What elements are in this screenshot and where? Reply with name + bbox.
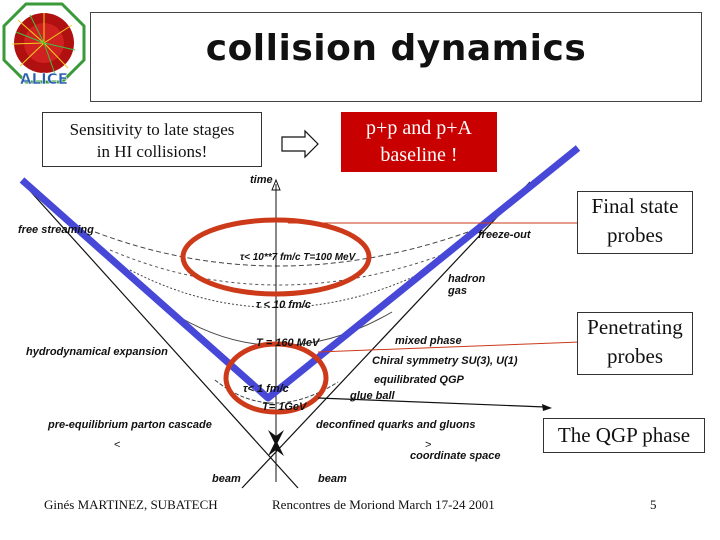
t1gev-label: T= 1GeV (262, 401, 308, 413)
beam-label-left: beam (212, 473, 241, 485)
freeze-out-label: freeze-out (478, 229, 532, 241)
hydro-label: hydrodynamical expansion (26, 346, 168, 358)
sensitivity-box: Sensitivity to late stages in HI collisi… (42, 112, 262, 167)
footer-page-number: 5 (650, 497, 657, 513)
tau-1-label: τ< 1 fm/c (243, 383, 289, 395)
hollow-arrow-icon (282, 131, 318, 157)
penetrating-probes-box: Penetrating probes (577, 312, 693, 375)
final-state-line2: probes (578, 221, 692, 250)
tau-10-label: τ < 10 fm/c (256, 299, 311, 311)
hadron-gas-label-1: hadron (448, 273, 486, 285)
free-streaming-label: free streaming (18, 224, 94, 236)
t160-label: T = 160 MeV (256, 337, 321, 349)
sensitivity-line1: Sensitivity to late stages (43, 119, 261, 141)
glue-ball-label: glue ball (349, 390, 396, 402)
time-axis-label: time (250, 174, 273, 186)
baseline-line1: p+p and p+A (341, 115, 497, 142)
equilibrated-label: equilibrated QGP (374, 374, 465, 386)
coordinate-space-label: coordinate space (410, 450, 500, 462)
mixed-phase-label: mixed phase (395, 335, 462, 347)
chiral-label: Chiral symmetry SU(3), U(1) (372, 355, 518, 367)
penetrating-line1: Penetrating (578, 313, 692, 342)
coord-arrow-left: < (114, 439, 120, 451)
footer-author: Ginés MARTINEZ, SUBATECH (44, 497, 218, 513)
qgp-phase-box: The QGP phase (543, 418, 705, 453)
final-state-probes-box: Final state probes (577, 191, 693, 254)
baseline-box: p+p and p+A baseline ! (341, 112, 497, 172)
pre-equilibrium-label: pre-equilibrium parton cascade (47, 419, 212, 431)
hadron-gas-label-2: gas (447, 285, 467, 297)
sensitivity-line2: in HI collisions! (43, 141, 261, 163)
footer-conference: Rencontres de Moriond March 17-24 2001 (272, 497, 495, 513)
baseline-line2: baseline ! (341, 142, 497, 169)
final-state-line1: Final state (578, 192, 692, 221)
penetrating-line2: probes (578, 342, 692, 371)
tau-100-label: τ< 10**7 fm/c T=100 MeV (240, 252, 357, 263)
deconfined-label: deconfined quarks and gluons (316, 419, 476, 431)
beam-label-right: beam (318, 473, 347, 485)
connector-qgp-arrow (542, 404, 552, 411)
